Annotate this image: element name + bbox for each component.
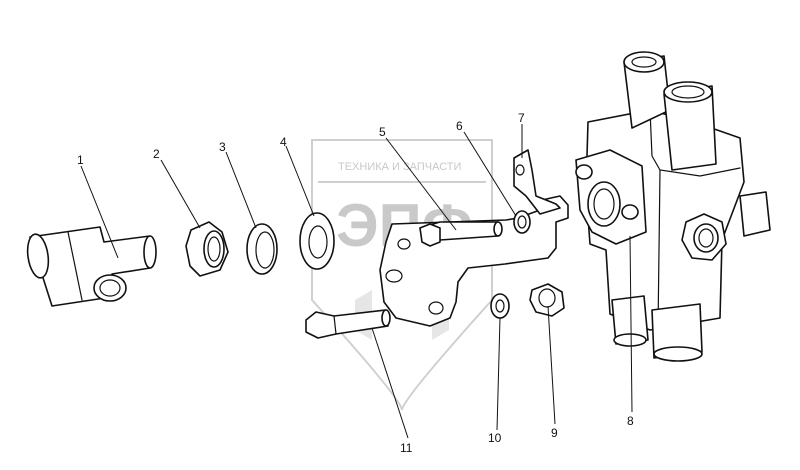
part-1-elbow-fitting bbox=[26, 226, 157, 307]
callout-2: 2 bbox=[153, 147, 160, 161]
callout-4: 4 bbox=[280, 135, 287, 149]
callout-7: 7 bbox=[518, 111, 525, 125]
leader-lines bbox=[80, 124, 633, 439]
part-7-plate bbox=[513, 149, 561, 215]
callout-8: 8 bbox=[627, 414, 634, 428]
callout-5: 5 bbox=[379, 125, 386, 139]
callout-6: 6 bbox=[456, 119, 463, 133]
part-3-ring bbox=[246, 223, 278, 275]
watermark-top-text: ТЕХНИКА И ЗАПЧАСТИ bbox=[338, 161, 461, 173]
callout-10: 10 bbox=[488, 431, 502, 445]
callout-3: 3 bbox=[219, 140, 226, 154]
part-10-lock-washer bbox=[490, 293, 510, 319]
callout-9: 9 bbox=[551, 426, 558, 440]
part-2-hex-nut bbox=[185, 221, 229, 277]
callout-11: 11 bbox=[400, 441, 413, 455]
callout-1: 1 bbox=[77, 153, 84, 167]
part-11-long-bolt bbox=[305, 309, 391, 339]
part-4-washer bbox=[299, 212, 335, 270]
part-8-valve-block bbox=[575, 51, 771, 362]
part-5-bolt bbox=[419, 221, 503, 247]
part-9-nut bbox=[529, 283, 565, 317]
callout-numbers: 1 2 3 4 5 6 7 8 9 10 11 bbox=[77, 111, 634, 455]
part-6-small-washer bbox=[513, 210, 531, 234]
